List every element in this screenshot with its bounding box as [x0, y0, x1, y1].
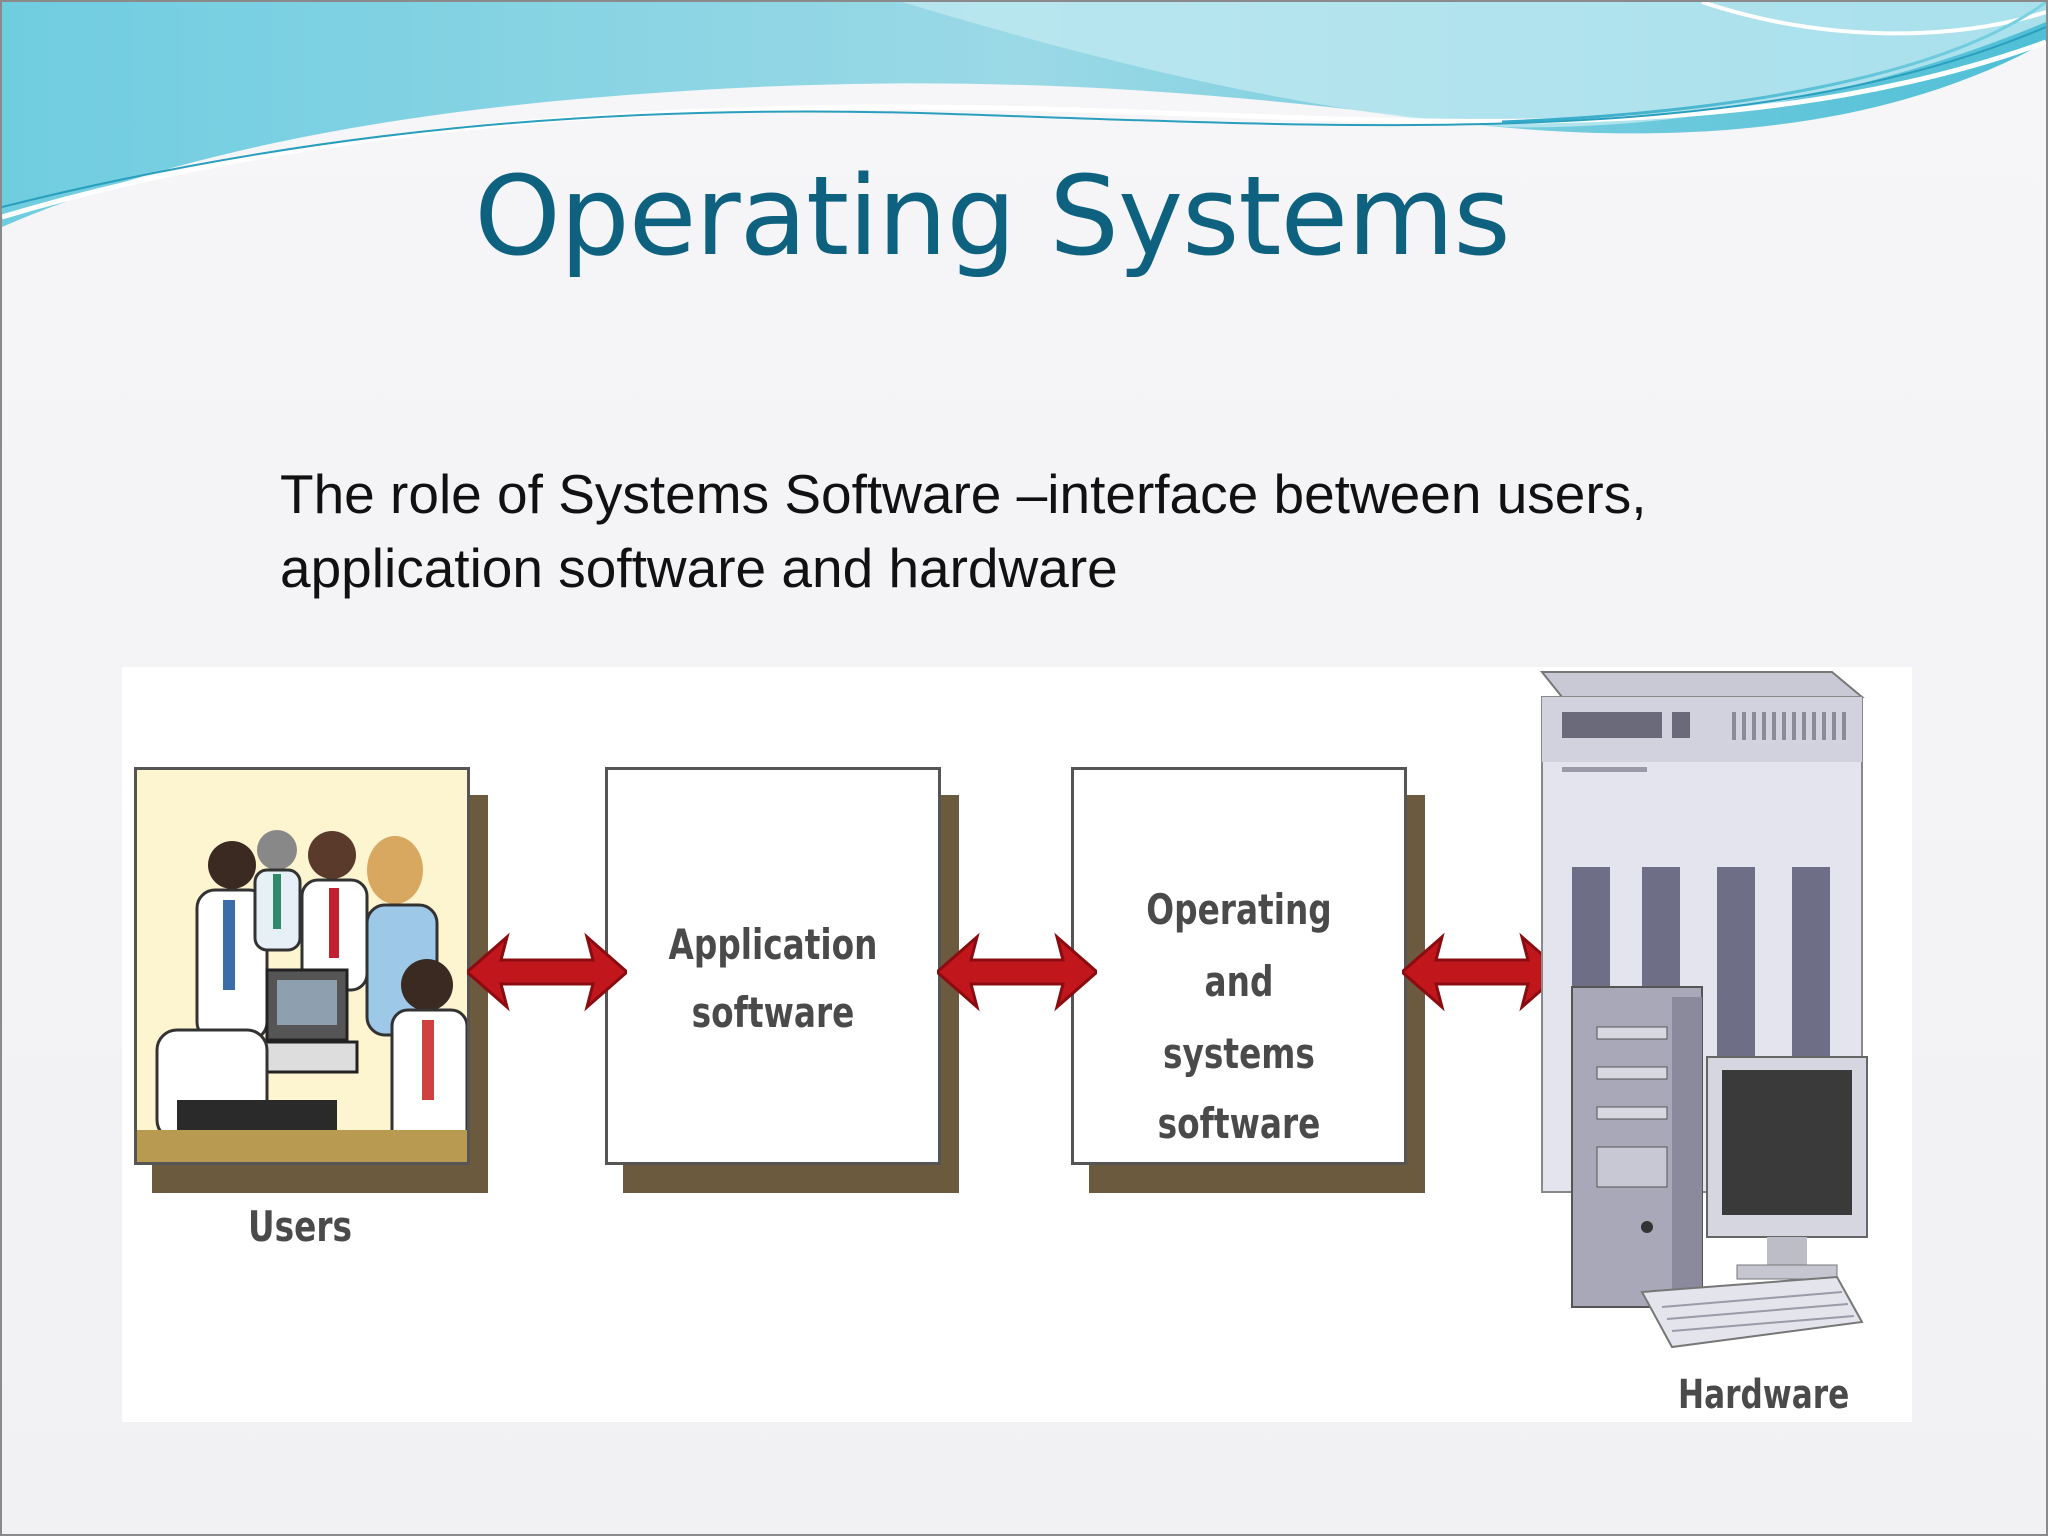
os-label-line-3: systems software — [1157, 1029, 1321, 1148]
header-wave-banner — [2, 2, 2046, 227]
operating-systems-software-box: Operating and systems software — [1071, 767, 1407, 1165]
application-label-line-2: software — [691, 988, 855, 1037]
application-software-box: Application software — [605, 767, 941, 1165]
hardware-label: Hardware — [1678, 1372, 1850, 1418]
body-line-2: application software and hardware — [280, 537, 1118, 599]
system-layers-diagram: Users Application software Operating and… — [122, 667, 1912, 1422]
double-arrow-application-os — [937, 932, 1097, 1012]
os-label-line-1: Operating — [1146, 885, 1332, 934]
double-arrow-users-application — [467, 932, 627, 1012]
hardware-illustration — [1539, 671, 1868, 1349]
slide-title: Operating Systems — [474, 152, 1510, 280]
application-label-line-1: Application — [668, 920, 878, 969]
users-illustration — [137, 770, 467, 1162]
slide-body-text: The role of Systems Software –interface … — [280, 457, 1840, 605]
double-arrow-os-hardware — [1402, 932, 1562, 1012]
os-label-line-2: and — [1204, 957, 1274, 1006]
body-line-1: The role of Systems Software –interface … — [280, 463, 1647, 525]
users-picture-box — [134, 767, 470, 1165]
users-label: Users — [248, 1202, 352, 1251]
